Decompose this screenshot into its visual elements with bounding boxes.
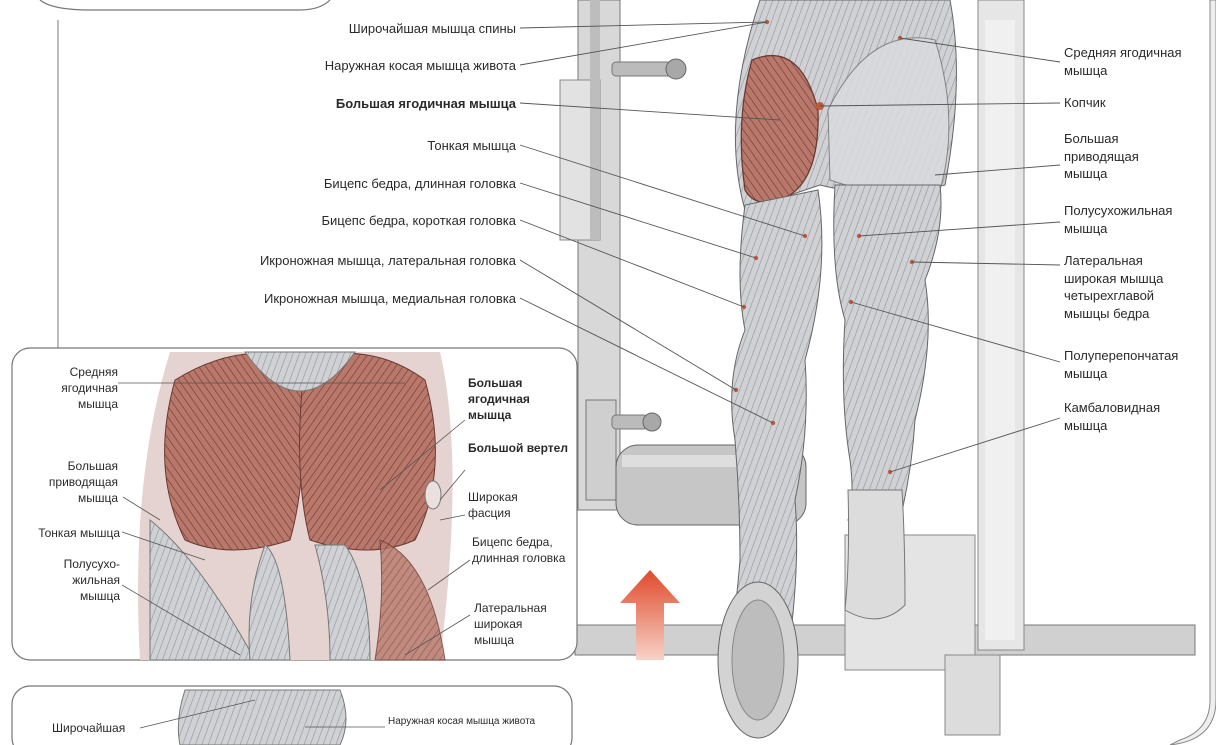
inset-label-vastus-lateralis: Латеральная широкая мышца bbox=[474, 600, 564, 649]
label-coccyx: Копчик bbox=[1064, 94, 1106, 112]
inset-label-biceps-femoris: Бицепс бедра, длинная головка bbox=[472, 534, 572, 566]
label-gastrocnemius-medial: Икроножная мышца, медиальная головка bbox=[264, 290, 516, 308]
inset-label-adductor-magnus: Большая приводящая мышца bbox=[30, 458, 118, 507]
inset-label-gluteus-maximus: Большая ягодичная мышца bbox=[468, 375, 568, 424]
label-gluteus-maximus: Большая ягодичная мышца bbox=[336, 95, 516, 113]
label-gluteus-medius: Средняя ягодичная мышца bbox=[1064, 44, 1214, 79]
label-latissimus: Широчайшая мышца спины bbox=[349, 20, 516, 38]
label-biceps-femoris-short: Бицепс бедра, короткая головка bbox=[321, 212, 516, 230]
label-semimembranosus: Полуперепончатая мышца bbox=[1064, 347, 1214, 382]
label-biceps-femoris-long: Бицепс бедра, длинная головка bbox=[324, 175, 516, 193]
inset-label-gracilis: Тонкая мышца bbox=[16, 525, 120, 541]
label-gastrocnemius-lateral: Икроножная мышца, латеральная головка bbox=[260, 252, 516, 270]
inset-label-gluteus-medius: Средняя ягодичная мышца bbox=[30, 364, 118, 413]
label-external-oblique: Наружная косая мышца живота bbox=[325, 57, 516, 75]
label-soleus: Камбаловидная мышца bbox=[1064, 399, 1204, 434]
label-adductor-magnus: Большая приводящая мышца bbox=[1064, 130, 1174, 183]
top-panel-border bbox=[40, 0, 330, 10]
bottom-label-latissimus: Широчайшая bbox=[52, 720, 125, 736]
inset-label-greater-trochanter: Большой вертел bbox=[468, 440, 568, 456]
inset-label-fascia-lata: Широкая фасция bbox=[468, 489, 558, 521]
label-semitendinosus: Полусухожильная мышца bbox=[1064, 202, 1214, 237]
inset-label-semitendinosus: Полусухо-жильная мышца bbox=[48, 556, 120, 605]
label-vastus-lateralis: Латеральная широкая мышца четырехглавой … bbox=[1064, 252, 1194, 322]
label-gracilis: Тонкая мышца bbox=[427, 137, 516, 155]
bottom-label-external-oblique: Наружная косая мышца живота bbox=[388, 716, 568, 728]
